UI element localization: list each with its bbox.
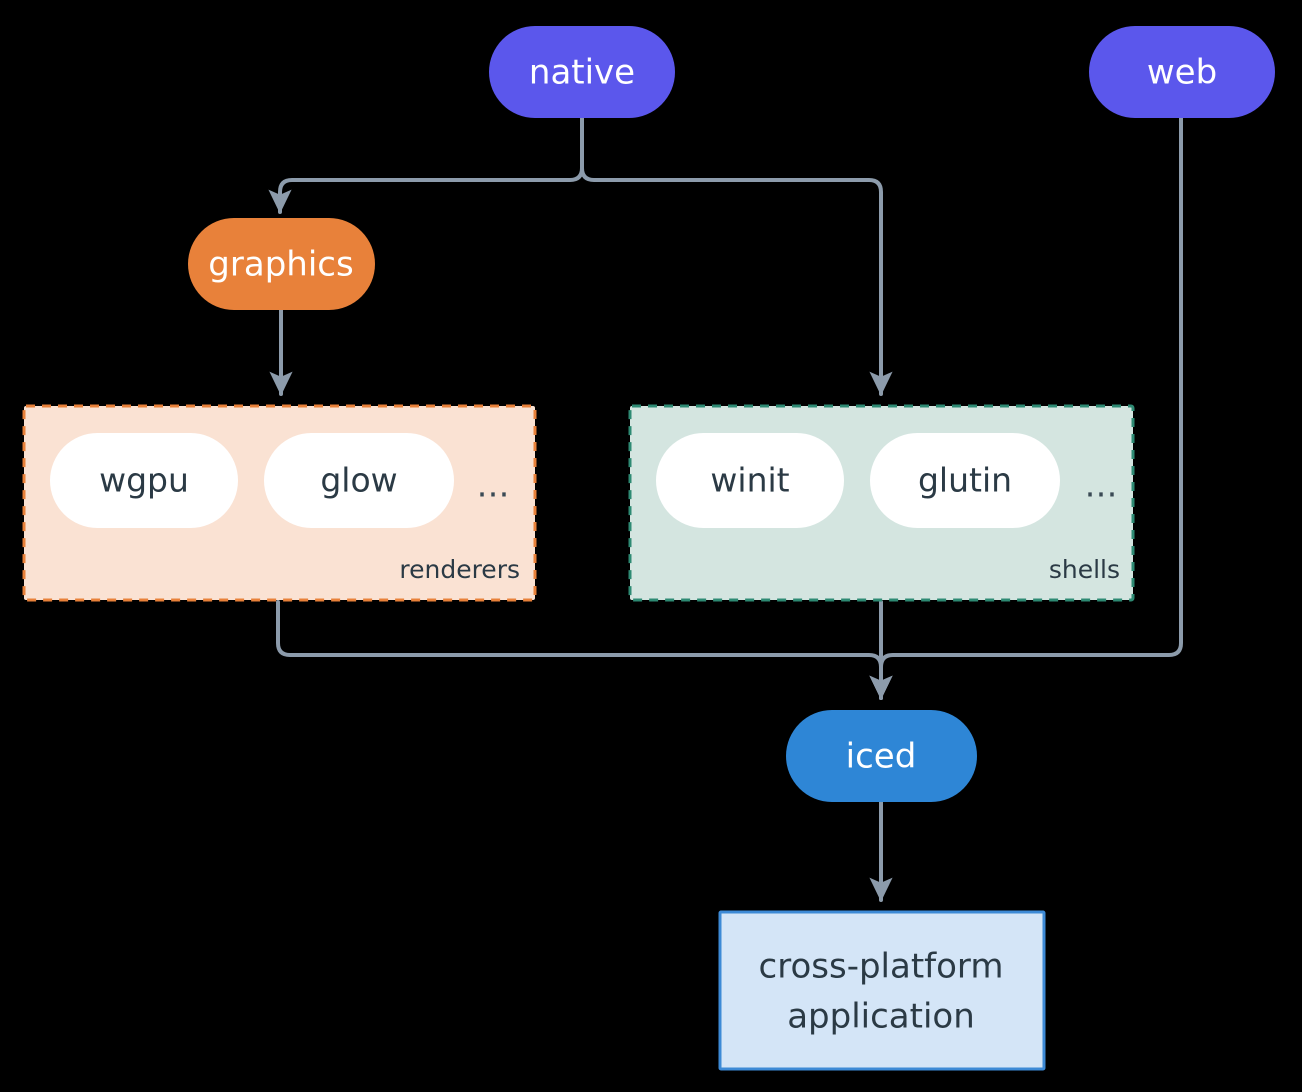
edge-native-to-graphics bbox=[268, 116, 584, 214]
group-shells: winit glutin … shells bbox=[628, 404, 1135, 602]
renderers-group-caption: renderers bbox=[399, 555, 520, 584]
node-native[interactable]: native bbox=[489, 26, 675, 118]
renderers-ellipsis-icon: … bbox=[477, 466, 510, 505]
pill-wgpu-label: wgpu bbox=[99, 461, 189, 500]
node-iced-shape bbox=[786, 710, 977, 802]
node-web-shape bbox=[1089, 26, 1275, 118]
pill-winit-shape bbox=[656, 433, 844, 528]
edge-native-to-shells bbox=[580, 116, 893, 396]
pill-glow-label: glow bbox=[320, 461, 397, 500]
edge-web-to-iced bbox=[869, 116, 1183, 700]
pill-wgpu[interactable]: wgpu bbox=[50, 433, 238, 528]
node-graphics[interactable]: graphics bbox=[188, 218, 375, 310]
pill-glow-shape bbox=[264, 433, 454, 528]
shells-group-caption: shells bbox=[1049, 555, 1120, 584]
node-iced-label: iced bbox=[846, 737, 917, 777]
group-renderers: wgpu glow … renderers bbox=[22, 404, 537, 602]
pill-glutin-label: glutin bbox=[918, 461, 1012, 500]
edge-renderers-to-iced bbox=[276, 600, 893, 700]
node-application-label-line2: application bbox=[787, 997, 975, 1037]
node-graphics-shape bbox=[188, 218, 375, 310]
pill-glutin-shape bbox=[870, 433, 1060, 528]
node-application[interactable]: cross-platform application bbox=[718, 910, 1046, 1071]
pill-wgpu-shape bbox=[50, 433, 238, 528]
pill-glow[interactable]: glow bbox=[264, 433, 454, 528]
node-native-shape bbox=[489, 26, 675, 118]
node-graphics-label: graphics bbox=[208, 245, 353, 285]
pill-winit-label: winit bbox=[710, 461, 789, 500]
node-web-label: web bbox=[1147, 53, 1217, 93]
edge-layer bbox=[268, 116, 1183, 902]
shells-ellipsis-icon: … bbox=[1085, 466, 1118, 505]
node-web[interactable]: web bbox=[1089, 26, 1275, 118]
pill-glutin[interactable]: glutin bbox=[870, 433, 1060, 528]
node-application-shape bbox=[718, 910, 1046, 1071]
node-iced[interactable]: iced bbox=[786, 710, 977, 802]
pill-winit[interactable]: winit bbox=[656, 433, 844, 528]
node-native-label: native bbox=[529, 53, 635, 93]
node-application-label-line1: cross-platform bbox=[759, 947, 1004, 987]
